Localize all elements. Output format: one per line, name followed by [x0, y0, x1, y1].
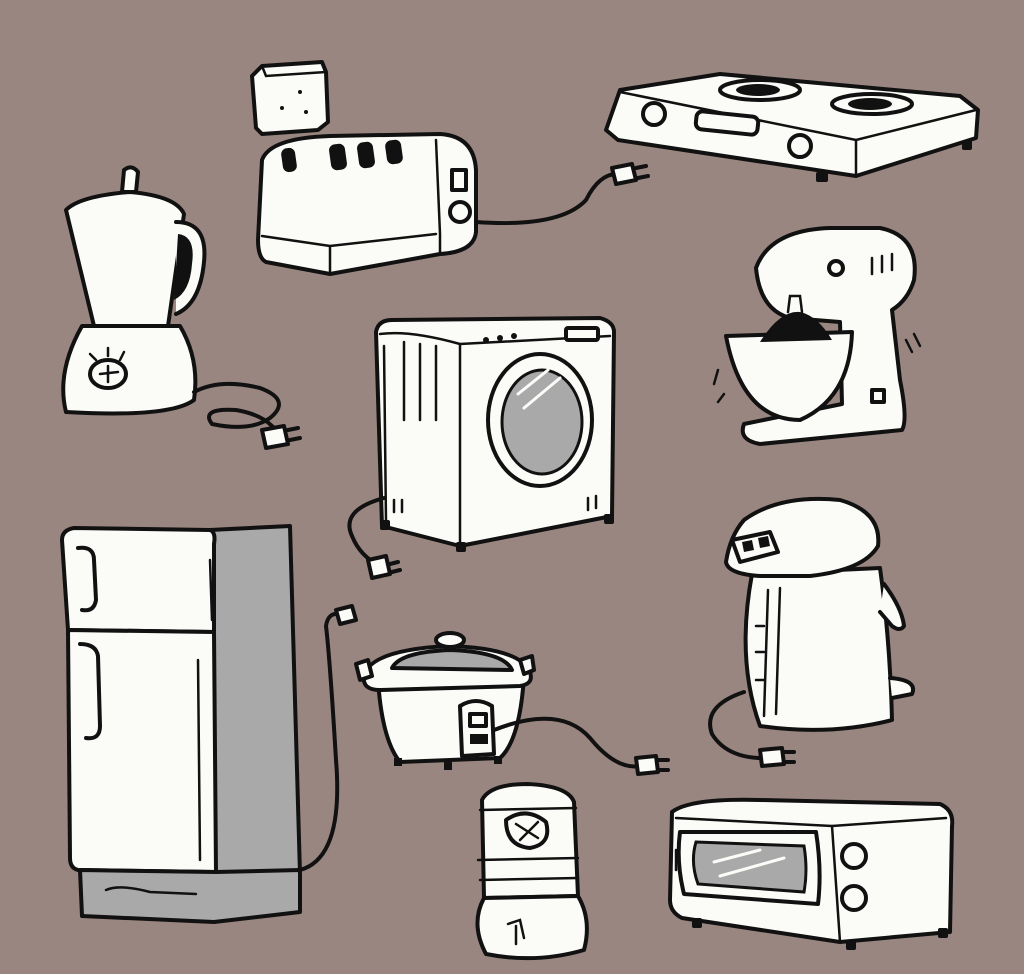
refrigerator-icon — [60, 524, 358, 924]
rice-cooker-icon — [354, 631, 670, 776]
toast-icon — [250, 60, 330, 136]
washing-machine-icon — [347, 316, 616, 580]
water-boiler-icon — [708, 496, 915, 768]
gas-stove-icon — [604, 72, 980, 182]
toaster-icon — [256, 132, 650, 276]
stand-mixer-icon — [712, 226, 922, 446]
blender-icon — [61, 165, 302, 450]
steamer-icon — [475, 782, 589, 961]
microwave-icon — [668, 797, 955, 950]
